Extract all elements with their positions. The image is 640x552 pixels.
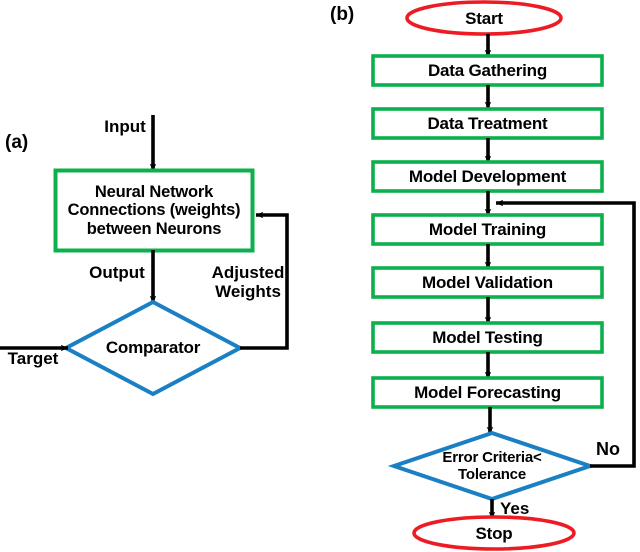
- node-error-criteria: [387, 430, 597, 502]
- edge-label-target: Target: [7, 349, 59, 368]
- edge-label-adjusted-weights: Adjusted Weights: [200, 263, 296, 301]
- node-start: [405, 0, 563, 36]
- adjusted-weights-line-1: Adjusted: [211, 263, 285, 282]
- node-model-development: [371, 160, 604, 193]
- node-model-validation: [371, 266, 604, 299]
- node-data-gathering: [371, 54, 604, 87]
- node-comparator: [61, 299, 245, 397]
- node-data-treatment: [371, 107, 604, 140]
- node-neural-network: [53, 168, 255, 253]
- panel-a-tag: (a): [5, 132, 29, 153]
- edge-label-input: Input: [104, 117, 146, 136]
- adjusted-weights-line-2: Weights: [215, 281, 281, 301]
- node-stop: [412, 515, 576, 551]
- node-model-testing: [371, 321, 604, 354]
- edge-label-output: Output: [89, 263, 145, 282]
- node-model-training: [371, 213, 604, 246]
- edge-label-yes: Yes: [500, 499, 530, 518]
- edge-adjusted-weights-path: [240, 211, 289, 350]
- edge-no-feedback-path: [495, 199, 636, 468]
- node-model-forecasting: [371, 376, 604, 409]
- edge-label-no: No: [596, 439, 620, 459]
- panel-b-tag: (b): [330, 4, 355, 25]
